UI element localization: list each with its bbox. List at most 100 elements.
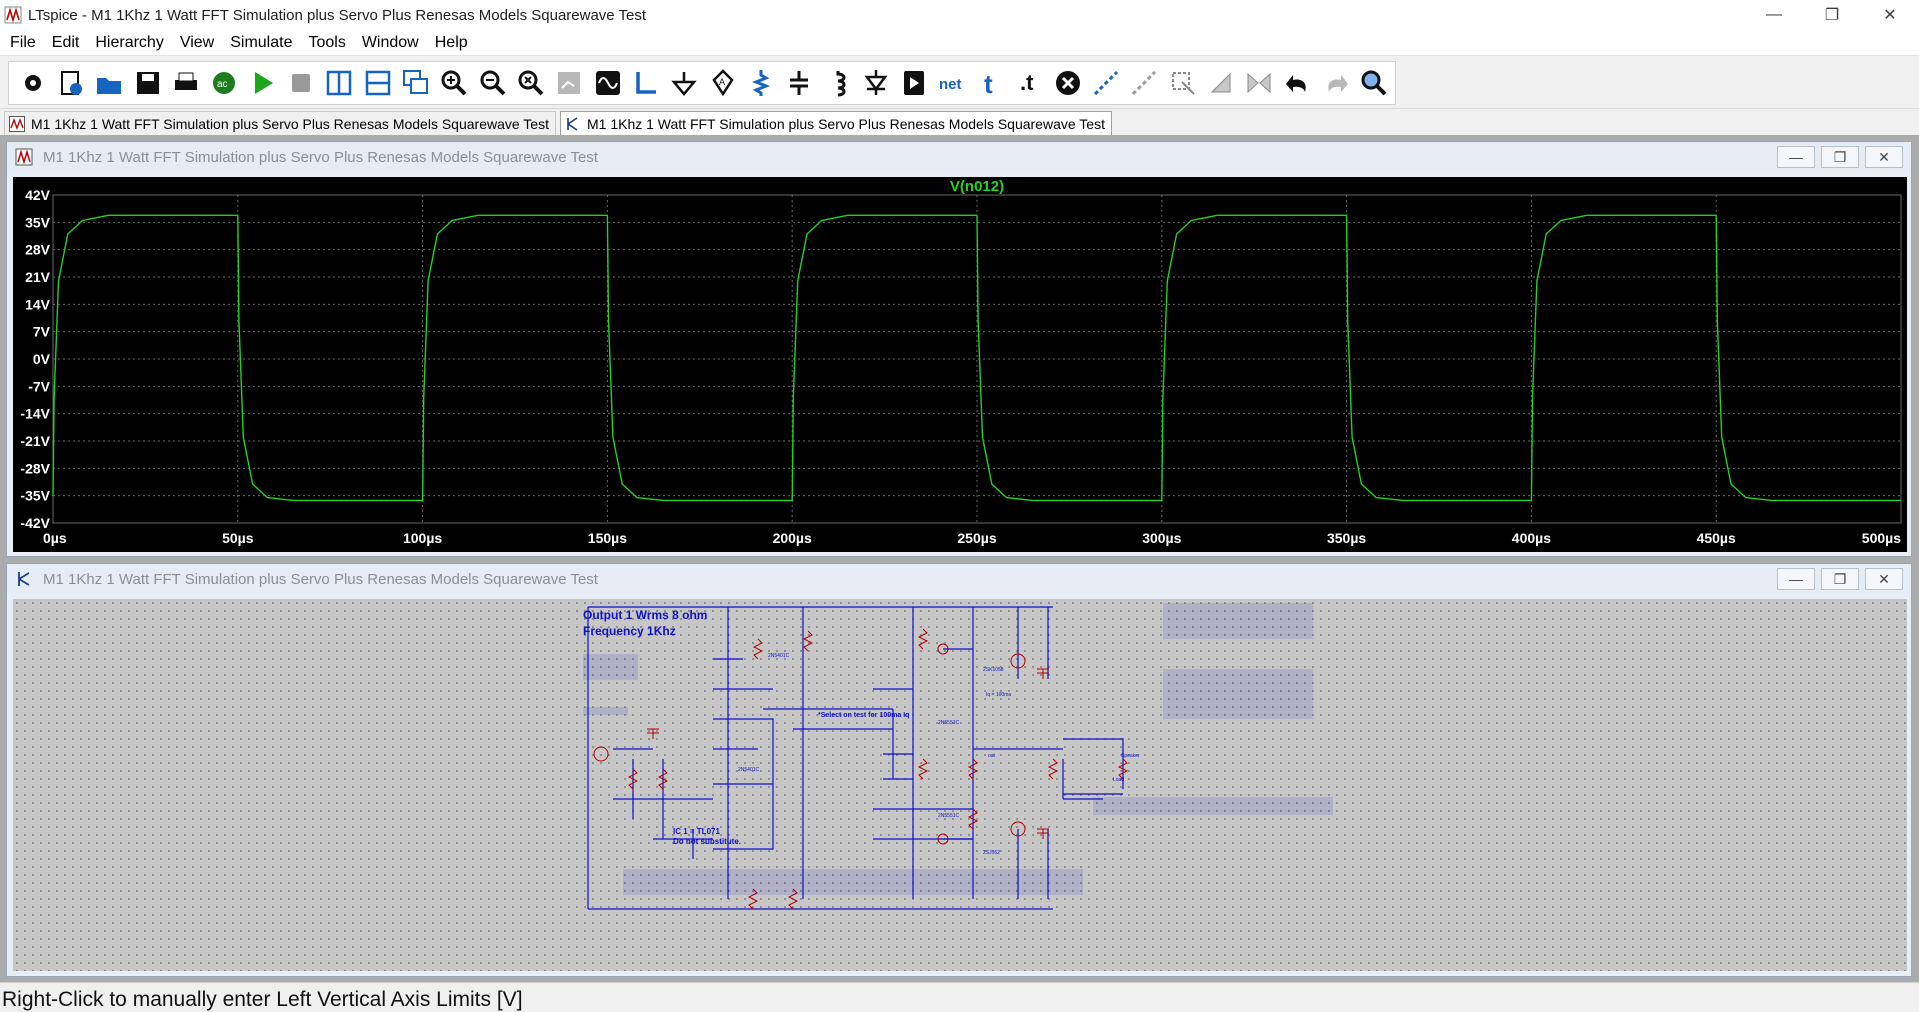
capacitor-button[interactable]	[782, 65, 818, 101]
menu-hierarchy[interactable]: Hierarchy	[95, 33, 164, 51]
component-button[interactable]	[897, 65, 933, 101]
settings-button[interactable]	[15, 65, 51, 101]
print-button[interactable]	[168, 65, 204, 101]
wire-button[interactable]	[628, 65, 664, 101]
undo-icon	[1285, 75, 1306, 92]
zoom-in-icon	[441, 70, 467, 96]
drag-icon	[1171, 72, 1195, 95]
waveform-window-title: M1 1Khz 1 Watt FFT Simulation plus Servo…	[43, 148, 598, 166]
move-button[interactable]	[1127, 65, 1163, 101]
y-tick-label: 7V	[33, 324, 51, 340]
duplicate-button[interactable]	[1088, 65, 1124, 101]
new-schematic-button[interactable]	[53, 65, 89, 101]
halt-button[interactable]	[283, 65, 319, 101]
tile-vertical-icon	[327, 70, 352, 96]
schematic-heading-frequency: Frequency 1Khz	[583, 624, 676, 638]
delete-button[interactable]	[1050, 65, 1086, 101]
mirror-button[interactable]	[1242, 65, 1278, 101]
zoom-out-button[interactable]	[475, 65, 511, 101]
waveform-chart[interactable]: 42V35V28V21V14V7V0V-7V-14V-21V-28V-35V-4…	[13, 177, 1907, 552]
schematic-window-title: M1 1Khz 1 Watt FFT Simulation plus Servo…	[43, 570, 598, 588]
schematic-note-iq: Iq = 100ma	[986, 692, 1011, 698]
waveform-tab-icon	[9, 115, 25, 132]
open-button[interactable]	[92, 65, 128, 101]
waveform-close-button[interactable]: ✕	[1865, 146, 1903, 168]
x-tick-label: 200µs	[773, 530, 812, 546]
schematic-note-select: *Select on test for 100ma Iq	[818, 712, 909, 719]
tab-schematic[interactable]: M1 1Khz 1 Watt FFT Simulation plus Servo…	[559, 111, 1112, 135]
menu-file[interactable]: File	[10, 33, 36, 51]
zoom-in-button[interactable]	[437, 65, 473, 101]
mirror-icon	[1247, 72, 1271, 94]
minimize-button[interactable]: —	[1766, 6, 1782, 23]
netlist-button[interactable]: net	[935, 65, 971, 101]
tab-waveform[interactable]: M1 1Khz 1 Watt FFT Simulation plus Servo…	[4, 111, 556, 135]
zoom-fit-button[interactable]	[513, 65, 549, 101]
label-net-button[interactable]: A	[705, 65, 741, 101]
inductor-icon	[836, 71, 846, 97]
schematic-note-ic: IC 1 = TL071	[673, 827, 720, 836]
y-tick-label: -14V	[20, 406, 50, 422]
undo-button[interactable]	[1280, 65, 1316, 101]
svg-text:net: net	[939, 76, 962, 93]
schematic-wires	[587, 606, 1124, 910]
svg-text:A: A	[719, 77, 725, 87]
new-schematic-icon	[61, 71, 83, 95]
waveform-minimize-button[interactable]: —	[1777, 146, 1815, 168]
waveform-restore-button[interactable]: ❐	[1821, 146, 1859, 168]
title-bar: LTspice - M1 1Khz 1 Watt FFT Simulation …	[0, 0, 1919, 30]
inductor-button[interactable]	[820, 65, 856, 101]
run-ac-button[interactable]: ac	[207, 65, 243, 101]
schematic-window-titlebar[interactable]: M1 1Khz 1 Watt FFT Simulation plus Servo…	[7, 564, 1911, 594]
cascade-icon	[403, 70, 429, 94]
ltspice-logo-icon	[4, 6, 22, 24]
close-button[interactable]: ✕	[1883, 7, 1897, 24]
document-tabs: M1 1Khz 1 Watt FFT Simulation plus Servo…	[0, 109, 1919, 135]
y-tick-label: -28V	[20, 460, 50, 476]
waveform-button[interactable]	[590, 65, 626, 101]
drag-button[interactable]	[1165, 65, 1201, 101]
y-tick-label: -21V	[20, 433, 50, 449]
schematic-close-button[interactable]: ✕	[1865, 568, 1903, 590]
run-button[interactable]	[245, 65, 281, 101]
find-icon	[1361, 70, 1387, 96]
menu-view[interactable]: View	[179, 33, 215, 51]
x-tick-label: 50µs	[222, 530, 254, 546]
menu-help[interactable]: Help	[434, 33, 468, 51]
redo-button[interactable]	[1318, 65, 1354, 101]
tile-vertical-button[interactable]	[322, 65, 358, 101]
schematic-tab-icon	[567, 116, 578, 131]
y-tick-label: 14V	[25, 296, 51, 312]
wire-icon	[636, 72, 657, 94]
schematic-canvas[interactable]: Output 1 Wrms 8 ohm Frequency 1Khz *Sele…	[13, 599, 1907, 971]
schematic-drawing[interactable]: Output 1 Wrms 8 ohm Frequency 1Khz *Sele…	[13, 599, 1907, 971]
text-button[interactable]: t	[973, 65, 1009, 101]
find-button[interactable]	[1356, 65, 1392, 101]
save-button[interactable]	[130, 65, 166, 101]
waveform-icon	[595, 71, 620, 95]
menu-edit[interactable]: Edit	[51, 33, 80, 51]
autorange-button[interactable]	[552, 65, 588, 101]
waveform-window-titlebar[interactable]: M1 1Khz 1 Watt FFT Simulation plus Servo…	[7, 142, 1911, 172]
resistor-button[interactable]	[743, 65, 779, 101]
schematic-note-ic-2: Do not substitute.	[673, 837, 741, 846]
cascade-button[interactable]	[398, 65, 434, 101]
diode-button[interactable]	[858, 65, 894, 101]
schematic-minimize-button[interactable]: —	[1777, 568, 1815, 590]
menu-simulate[interactable]: Simulate	[230, 33, 293, 51]
spice-directive-button[interactable]: .t	[1012, 65, 1048, 101]
ground-button[interactable]	[667, 65, 703, 101]
menu-window[interactable]: Window	[361, 33, 419, 51]
status-text: Right-Click to manually enter Left Verti…	[2, 988, 523, 1011]
rotate-button[interactable]	[1203, 65, 1239, 101]
menu-bar: File Edit Hierarchy View Simulate Tools …	[0, 30, 1919, 56]
diode-icon	[864, 70, 888, 95]
x-tick-label: 250µs	[957, 530, 996, 546]
maximize-button[interactable]: ❐	[1824, 7, 1840, 24]
menu-tools[interactable]: Tools	[308, 33, 346, 51]
schematic-restore-button[interactable]: ❐	[1821, 568, 1859, 590]
tab-waveform-label: M1 1Khz 1 Watt FFT Simulation plus Servo…	[31, 115, 549, 132]
tile-horizontal-button[interactable]	[360, 65, 396, 101]
